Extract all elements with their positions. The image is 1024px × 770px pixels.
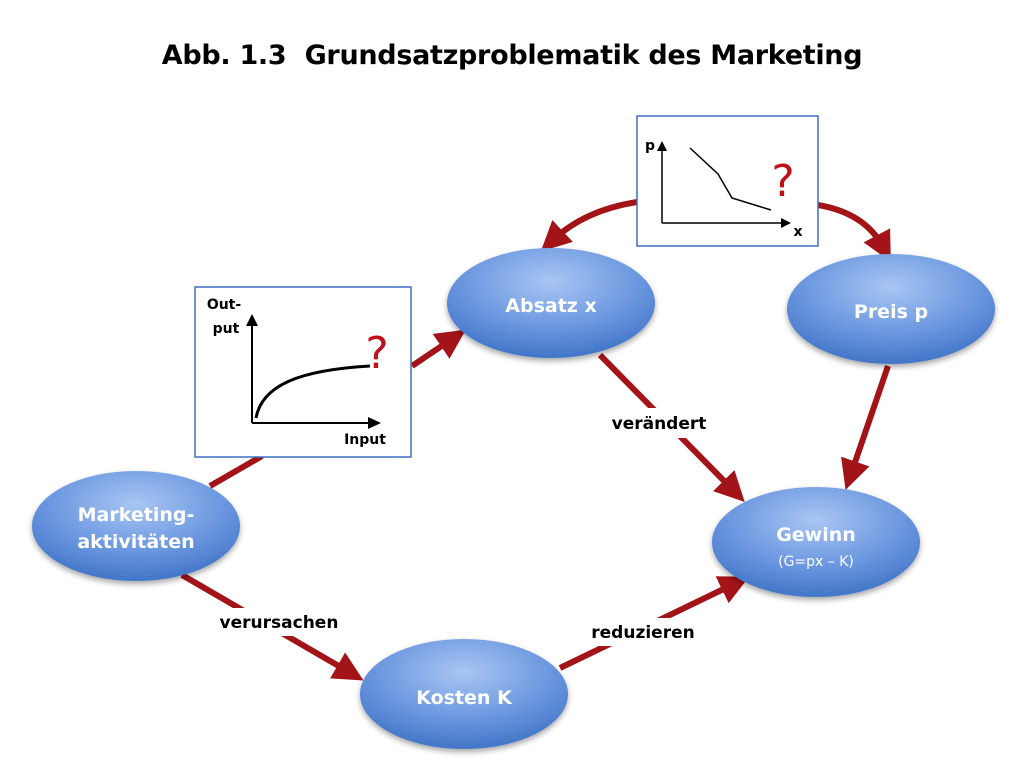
response-curve-line xyxy=(254,364,371,419)
response-y-label-line1: Out- xyxy=(207,297,242,313)
response-x-axis-arrow xyxy=(368,417,381,429)
demand-curve-box: p x ? xyxy=(636,115,819,247)
response-y-axis-arrow xyxy=(246,314,258,326)
node-gewinn xyxy=(712,487,920,597)
edge-label-veraendert: verändert xyxy=(612,414,707,434)
arrow-demand-to-preis xyxy=(817,202,891,262)
node-preis xyxy=(787,254,995,364)
node-absatz xyxy=(447,248,655,358)
node-marketing-ellipse xyxy=(32,471,240,581)
response-y-label-line2: put xyxy=(213,321,240,337)
demand-curve-line xyxy=(689,147,772,211)
node-marketing-label-line1: Marketing- xyxy=(78,504,195,526)
arrow-preis-to-gewinn xyxy=(841,365,891,490)
node-gewinn-label: Gewinn xyxy=(776,524,856,546)
node-kosten-label: Kosten K xyxy=(416,687,513,709)
demand-question-mark: ? xyxy=(771,156,794,207)
response-curve-frame xyxy=(194,286,412,458)
demand-x-label: x xyxy=(793,224,802,240)
arrow-marketing-to-absatz xyxy=(208,453,264,489)
node-gewinn-sublabel: (G=px – K) xyxy=(778,554,854,570)
demand-y-label: p xyxy=(645,138,655,154)
edge-label-reduzieren: reduzieren xyxy=(591,623,694,643)
node-marketing xyxy=(32,471,240,581)
demand-y-axis-arrow xyxy=(657,141,667,151)
node-gewinn-ellipse xyxy=(712,487,920,597)
edge-label-bg-veraendert xyxy=(608,408,710,438)
node-preis-label: Preis p xyxy=(854,301,928,323)
node-absatz-label: Absatz x xyxy=(505,295,596,317)
demand-x-axis-arrow xyxy=(781,218,791,228)
edge-label-verursachen: verursachen xyxy=(220,613,339,633)
node-marketing-label-line2: aktivitäten xyxy=(77,531,194,553)
arrow-demand-to-absatz xyxy=(540,199,638,252)
node-kosten xyxy=(360,639,568,749)
node-kosten-ellipse xyxy=(360,639,568,749)
edge-label-bg-verursachen xyxy=(216,608,342,636)
response-question-mark: ? xyxy=(365,328,388,379)
node-preis-ellipse xyxy=(787,254,995,364)
response-curve-box: Out- put Input ? xyxy=(194,286,412,458)
page-title: Abb. 1.3 Grundsatzproblematik des Market… xyxy=(161,40,863,71)
arrow-marketing-to-absatz-head xyxy=(410,329,466,369)
node-absatz-ellipse xyxy=(447,248,655,358)
response-x-label: Input xyxy=(344,432,386,448)
edge-label-bg-reduzieren xyxy=(590,618,698,646)
